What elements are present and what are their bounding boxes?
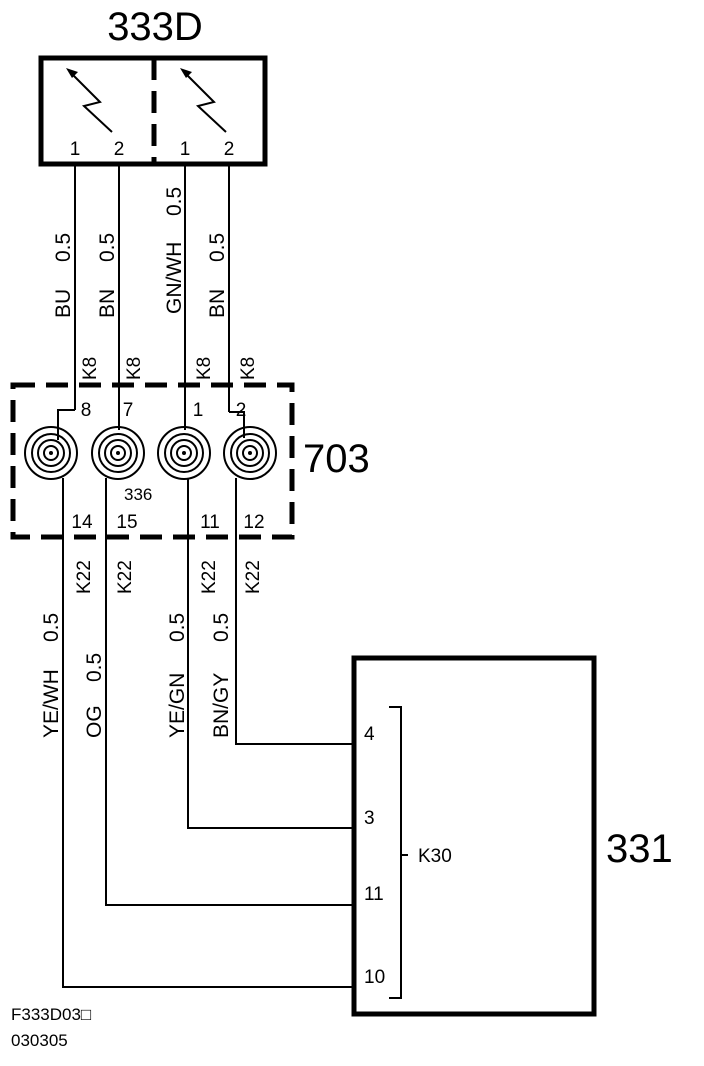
connector-k8-3: K8 [194, 357, 215, 380]
coil-spiral-4-icon [223, 426, 277, 480]
wire-gauge-bngy: 0.5 [210, 613, 233, 642]
lower-wires [62, 478, 354, 988]
wire-gauge-bu: 0.5 [52, 233, 75, 262]
module-pin-4: 4 [364, 724, 375, 745]
connector-k22-4: K22 [243, 560, 264, 594]
wire-gauge-gnwh: 0.5 [163, 187, 186, 216]
clockspring-pin-2: 2 [236, 400, 247, 421]
clockspring-pin-14: 14 [71, 512, 93, 533]
module-pin-10: 10 [364, 967, 385, 988]
switch-pin-left-2: 2 [114, 139, 125, 160]
wire-color-bu: BU [52, 289, 75, 318]
connector-k22-2: K22 [115, 560, 136, 594]
module-pin-11: 11 [364, 884, 384, 905]
connector-k22-3: K22 [199, 560, 220, 594]
module-id: 331 [606, 827, 673, 871]
switch-pin-right-1: 1 [180, 139, 191, 160]
wire-gauge-og: 0.5 [83, 653, 106, 682]
clockspring-id: 703 [303, 437, 370, 481]
switch-pin-right-2: 2 [224, 139, 235, 160]
wire-color-bngy: BN/GY [210, 673, 233, 738]
wire-color-gnwh: GN/WH [163, 242, 186, 314]
switch-pin-left-1: 1 [70, 139, 81, 160]
connector-k8-4: K8 [238, 357, 259, 380]
clockspring-pin-11: 11 [200, 512, 220, 533]
switch-contact-right-icon [180, 68, 227, 133]
clockspring-label: 336 [124, 485, 152, 504]
clockspring-housing [10, 382, 295, 540]
connector-k8-2: K8 [124, 357, 145, 380]
coil-spiral-3-icon [157, 426, 211, 480]
switch-contact-left-icon [66, 68, 113, 133]
coil-spiral-1-icon [24, 426, 78, 480]
wire-gauge-yewh: 0.5 [40, 613, 63, 642]
module-pin-3: 3 [364, 808, 375, 829]
clockspring-pin-12: 12 [243, 512, 264, 533]
wire-color-yegn: YE/GN [166, 673, 189, 738]
footer-code: F333D03□ [11, 1005, 91, 1024]
switch-block: 1 2 1 2 [38, 55, 268, 167]
wire-color-bn-1: BN [96, 289, 119, 318]
module-connector: K30 [418, 846, 452, 867]
wire-color-yewh: YE/WH [40, 669, 63, 738]
coil-spiral-2-icon [91, 426, 145, 480]
clockspring-pin-15: 15 [116, 512, 137, 533]
connector-k22-1: K22 [74, 560, 95, 594]
wire-gauge-yegn: 0.5 [166, 613, 189, 642]
wire-color-og: OG [83, 705, 106, 738]
module-box [351, 655, 597, 1017]
connector-k8-1: K8 [80, 357, 101, 380]
wire-gauge-bn-1: 0.5 [96, 233, 119, 262]
wire-gauge-bn-2: 0.5 [206, 233, 229, 262]
footer-date: 030305 [11, 1031, 68, 1050]
switch-block-id: 333D [107, 5, 203, 49]
clockspring-pin-8: 8 [81, 400, 92, 421]
clockspring-pin-1: 1 [193, 400, 204, 421]
clockspring-pin-7: 7 [123, 400, 134, 421]
wire-color-bn-2: BN [206, 289, 229, 318]
